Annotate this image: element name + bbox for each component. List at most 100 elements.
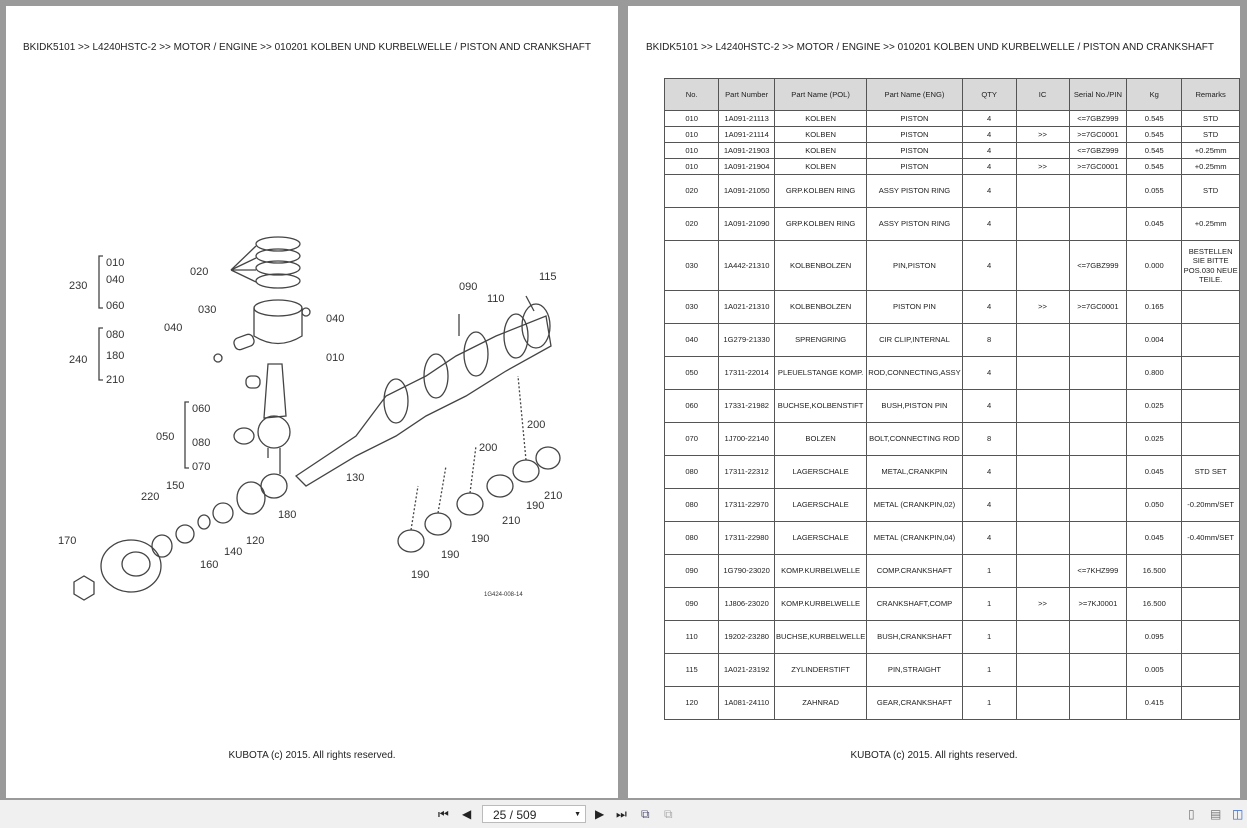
table-cell: 0.055 xyxy=(1126,174,1183,208)
callout: 040 xyxy=(106,274,124,286)
callout: 010 xyxy=(106,257,124,269)
table-cell: 0.025 xyxy=(1126,422,1183,456)
table-cell: 040 xyxy=(663,323,720,357)
table-cell: +0.25mm xyxy=(1181,158,1240,175)
table-cell: 0.545 xyxy=(1126,142,1183,159)
callout: 080 xyxy=(106,329,124,341)
callout: 170 xyxy=(58,535,76,547)
column-header: Part Number xyxy=(718,78,775,111)
table-cell: 4 xyxy=(961,389,1017,423)
table-cell: SPRENGRING xyxy=(773,323,868,357)
table-cell: BOLT,CONNECTING ROD xyxy=(866,422,963,456)
table-cell: KOMP.KURBELWELLE xyxy=(773,587,868,621)
table-cell: +0.25mm xyxy=(1181,207,1240,241)
table-cell: COMP.CRANKSHAFT xyxy=(866,554,963,588)
callout: 190 xyxy=(471,533,489,545)
callout: 070 xyxy=(192,461,210,473)
table-cell: 080 xyxy=(663,455,720,489)
table-cell: 090 xyxy=(663,587,720,621)
callout: 180 xyxy=(106,350,124,362)
table-cell xyxy=(1015,620,1070,654)
table-cell: PISTON xyxy=(866,110,963,127)
callout: 060 xyxy=(192,403,210,415)
callout: 120 xyxy=(246,535,264,547)
table-cell: 060 xyxy=(663,389,720,423)
table-cell: 1J806-23020 xyxy=(718,587,775,621)
breadcrumb: BKIDK5101 >> L4240HSTC-2 >> MOTOR / ENGI… xyxy=(646,42,1214,53)
table-cell: ROD,CONNECTING,ASSY xyxy=(866,356,963,390)
table-cell: 1A091-21903 xyxy=(718,142,775,159)
next-page-icon[interactable]: ▶ xyxy=(595,807,605,821)
table-cell: CRANKSHAFT,COMP xyxy=(866,587,963,621)
table-cell: 050 xyxy=(663,356,720,390)
table-cell xyxy=(1068,620,1128,654)
table-cell: 0.025 xyxy=(1126,389,1183,423)
table-cell: 1G279-21330 xyxy=(718,323,775,357)
table-cell: ASSY PISTON RING xyxy=(866,207,963,241)
table-cell xyxy=(1015,389,1070,423)
table-cell: STD xyxy=(1181,174,1240,208)
first-page-icon[interactable]: ⏮ xyxy=(438,807,449,821)
table-cell xyxy=(1015,422,1070,456)
table-cell xyxy=(1015,110,1070,127)
table-cell: 17311-22970 xyxy=(718,488,775,522)
column-header: Serial No./PIN xyxy=(1068,78,1128,111)
table-cell: 0.415 xyxy=(1126,686,1183,720)
callout: 080 xyxy=(192,437,210,449)
table-cell xyxy=(1181,323,1240,357)
table-cell xyxy=(1068,389,1128,423)
table-cell: 0.000 xyxy=(1126,240,1183,291)
table-cell xyxy=(1015,356,1070,390)
table-cell xyxy=(1181,587,1240,621)
table-cell: KOLBENBOLZEN xyxy=(773,240,868,291)
table-cell: 0.545 xyxy=(1126,126,1183,143)
page-number-select[interactable]: 25 / 509▼ xyxy=(482,805,586,823)
table-cell xyxy=(1068,174,1128,208)
last-page-icon[interactable]: ⏭ xyxy=(616,807,627,821)
table-cell: 115 xyxy=(663,653,720,687)
callout: 150 xyxy=(166,480,184,492)
table-cell: BUCHSE,KOLBENSTIFT xyxy=(773,389,868,423)
copy-page-icon[interactable]: ⧉ xyxy=(641,807,650,821)
table-cell: >=7KJ0001 xyxy=(1068,587,1128,621)
table-cell: METAL (CRANKPIN,02) xyxy=(866,488,963,522)
table-cell: PISTON xyxy=(866,158,963,175)
callout: 130 xyxy=(346,472,364,484)
table-cell: >=7GC0001 xyxy=(1068,158,1128,175)
column-header: No. xyxy=(663,78,720,111)
table-cell: ASSY PISTON RING xyxy=(866,174,963,208)
table-cell: >> xyxy=(1015,126,1070,143)
table-cell xyxy=(1181,653,1240,687)
table-cell: 020 xyxy=(663,174,720,208)
single-page-view-icon[interactable]: ▯ xyxy=(1188,807,1195,821)
table-cell xyxy=(1015,174,1070,208)
table-cell xyxy=(1068,488,1128,522)
table-cell xyxy=(1068,356,1128,390)
table-cell: 4 xyxy=(961,110,1017,127)
table-cell: 17311-22014 xyxy=(718,356,775,390)
callout: 160 xyxy=(200,559,218,571)
continuous-view-icon[interactable]: ▤ xyxy=(1210,807,1222,821)
table-cell: 19202-23280 xyxy=(718,620,775,654)
exploded-parts-diagram: 010 040 060 230 080 180 210 240 020 030 … xyxy=(58,236,562,601)
table-cell: 020 xyxy=(663,207,720,241)
table-cell: BUSH,CRANKSHAFT xyxy=(866,620,963,654)
callout: 010 xyxy=(326,352,344,364)
table-cell: 120 xyxy=(663,686,720,720)
previous-page-icon[interactable]: ◀ xyxy=(462,807,472,821)
table-cell: 0.005 xyxy=(1126,653,1183,687)
left-page: BKIDK5101 >> L4240HSTC-2 >> MOTOR / ENGI… xyxy=(6,6,618,798)
callout: 060 xyxy=(106,300,124,312)
paste-page-icon[interactable]: ⧉ xyxy=(664,807,673,821)
table-cell: -0.20mm/SET xyxy=(1181,488,1240,522)
table-cell: 010 xyxy=(663,126,720,143)
table-cell: 070 xyxy=(663,422,720,456)
two-page-view-icon[interactable]: ◫ xyxy=(1232,807,1244,821)
